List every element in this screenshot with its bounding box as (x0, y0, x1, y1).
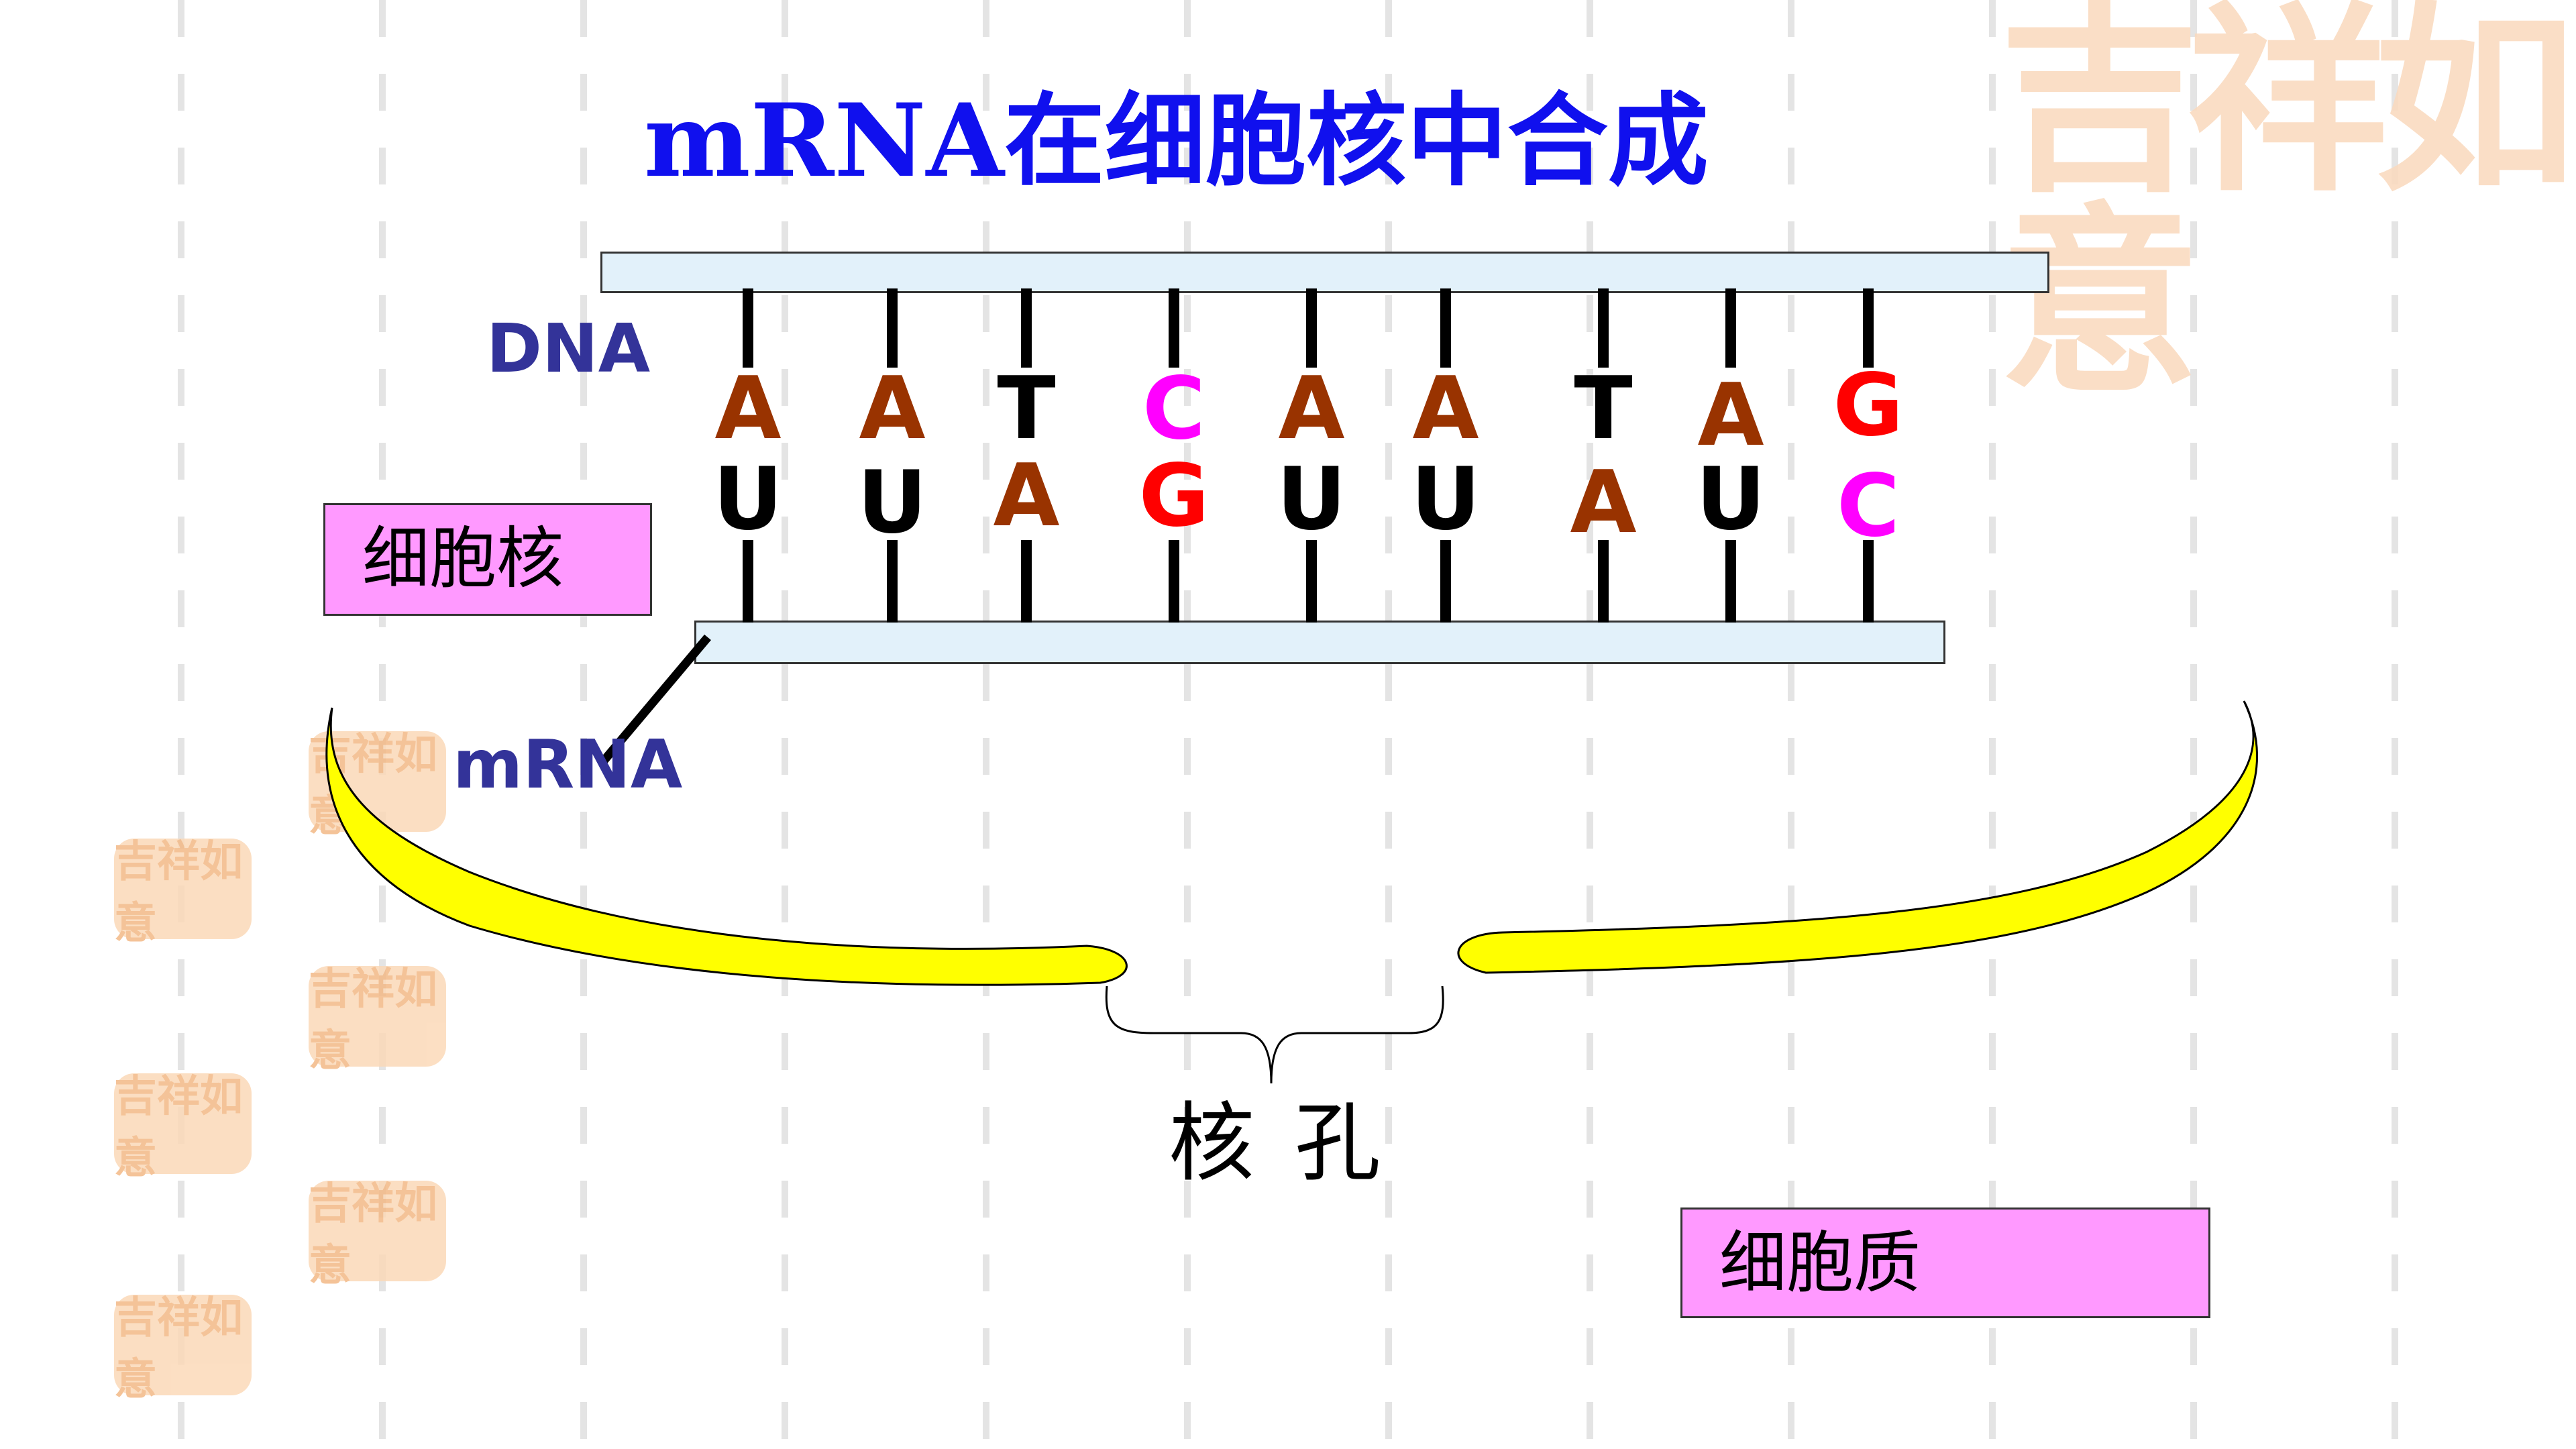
rna-base: U (1696, 449, 1766, 549)
rna-base: U (857, 453, 927, 553)
dna-strand (600, 252, 2049, 293)
watermark-stamp-large: 吉祥如意 (1999, 0, 2576, 420)
dna-base: C (1142, 359, 1205, 459)
mrna-strand (694, 621, 1945, 664)
rna-base: U (1411, 449, 1481, 549)
dna-base: A (1278, 359, 1345, 459)
rna-base: A (1570, 453, 1637, 553)
dna-base: A (1412, 359, 1479, 459)
nuclear-membrane-right (1457, 700, 2258, 974)
nuclear-pore-label: 核孔 (1168, 1093, 1421, 1193)
rna-base: C (1837, 456, 1900, 556)
dna-base: A (1697, 366, 1764, 466)
dna-base: G (1833, 356, 1904, 455)
rna-base: U (713, 449, 783, 549)
mrna-label: mRNA (453, 725, 683, 804)
rna-base: U (1277, 449, 1346, 549)
nuclear-membrane-left (325, 707, 1128, 986)
nucleus-box: 细胞核 (323, 503, 652, 616)
dna-base: T (1574, 359, 1633, 459)
mrna-pointer-line (597, 634, 711, 768)
watermark-stamp: 吉祥如意 (309, 1179, 446, 1291)
dna-base: A (859, 359, 926, 459)
nuclear-pore-brace (1105, 985, 1444, 1084)
rna-base: A (993, 446, 1060, 546)
dna-base: T (997, 359, 1056, 459)
watermark-stamp: 吉祥如意 (114, 1293, 252, 1405)
dna-base: A (714, 359, 782, 459)
watermark-stamp: 吉祥如意 (309, 964, 446, 1076)
rna-base: G (1138, 446, 1210, 546)
page-title: mRNA在细胞核中合成 (644, 82, 1709, 200)
cytoplasm-box: 细胞质 (1680, 1208, 2210, 1318)
dna-label: DNA (486, 309, 651, 388)
watermark-stamp: 吉祥如意 (114, 837, 252, 949)
